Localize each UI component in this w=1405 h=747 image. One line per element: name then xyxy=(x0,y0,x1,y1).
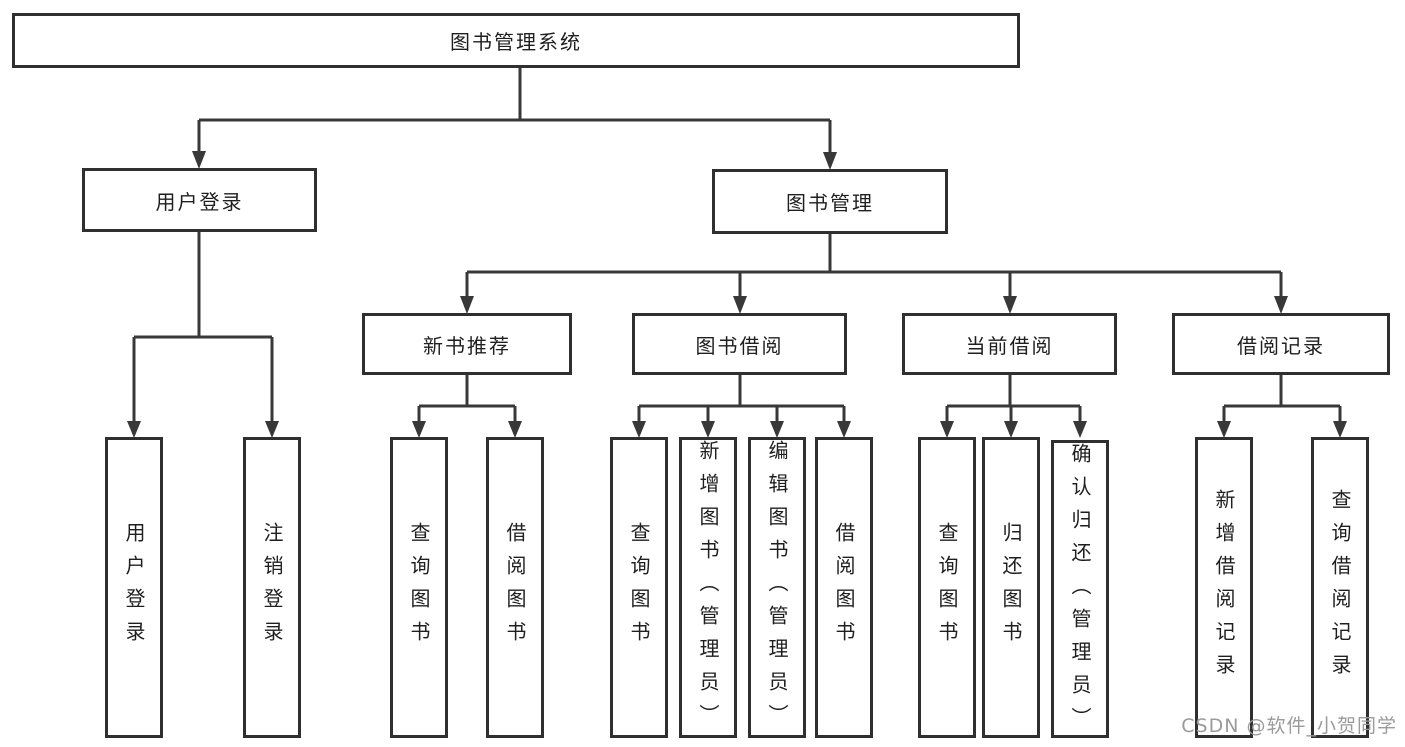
node-new-book-recommend-label: 新书推荐 xyxy=(423,333,511,358)
leaf-borrow-books: 借阅图书 xyxy=(815,437,873,738)
node-root-label: 图书管理系统 xyxy=(450,30,582,54)
node-user-login-branch: 用户登录 xyxy=(82,168,317,232)
leaf-logout: 注销登录 xyxy=(243,437,301,738)
node-borrow-records-label: 借阅记录 xyxy=(1237,333,1325,358)
leaf-logout-label: 注销登录 xyxy=(260,521,284,654)
leaf-query-books-current-label: 查询图书 xyxy=(935,521,959,654)
node-current-borrow: 当前借阅 xyxy=(902,313,1117,375)
leaf-borrow-books-label: 借阅图书 xyxy=(832,521,856,654)
leaf-add-books-admin-label: 新增图书（管理员） xyxy=(696,440,720,737)
leaf-user-login-label: 用户登录 xyxy=(122,521,146,654)
node-book-management: 图书管理 xyxy=(712,169,948,234)
leaf-edit-books-admin-label: 编辑图书（管理员） xyxy=(765,440,789,737)
leaf-query-borrow-record-label: 查询借阅记录 xyxy=(1328,488,1352,687)
leaf-query-books-current: 查询图书 xyxy=(918,437,976,738)
node-root: 图书管理系统 xyxy=(12,13,1020,68)
leaf-query-books-borrow: 查询图书 xyxy=(610,437,668,738)
leaf-confirm-return-admin: 确认归还（管理员） xyxy=(1051,440,1109,740)
leaf-user-login: 用户登录 xyxy=(105,437,163,738)
leaf-add-borrow-record: 新增借阅记录 xyxy=(1195,437,1253,738)
leaf-add-books-admin: 新增图书（管理员） xyxy=(679,437,737,738)
node-new-book-recommend: 新书推荐 xyxy=(362,313,572,375)
arrowheads xyxy=(127,151,1347,438)
node-borrow-records: 借阅记录 xyxy=(1172,313,1390,375)
leaf-borrow-books-recommend-label: 借阅图书 xyxy=(503,521,527,654)
leaf-query-borrow-record: 查询借阅记录 xyxy=(1311,437,1369,738)
leaf-add-borrow-record-label: 新增借阅记录 xyxy=(1212,488,1236,687)
node-book-borrow-label: 图书借阅 xyxy=(695,333,784,358)
node-book-borrow: 图书借阅 xyxy=(632,313,847,375)
leaf-query-books-recommend: 查询图书 xyxy=(390,437,448,738)
leaf-borrow-books-recommend: 借阅图书 xyxy=(486,437,544,738)
leaf-query-books-borrow-label: 查询图书 xyxy=(627,521,651,654)
leaf-edit-books-admin: 编辑图书（管理员） xyxy=(748,437,806,738)
leaf-return-books-label: 归还图书 xyxy=(999,521,1023,654)
leaf-query-books-recommend-label: 查询图书 xyxy=(407,521,431,654)
node-user-login-branch-label: 用户登录 xyxy=(155,189,244,214)
watermark: CSDN @软件_小贺同学 xyxy=(1181,715,1397,737)
node-current-borrow-label: 当前借阅 xyxy=(965,333,1054,358)
leaf-return-books: 归还图书 xyxy=(982,437,1040,738)
node-book-management-label: 图书管理 xyxy=(786,191,874,215)
leaf-confirm-return-admin-label: 确认归还（管理员） xyxy=(1068,443,1092,740)
